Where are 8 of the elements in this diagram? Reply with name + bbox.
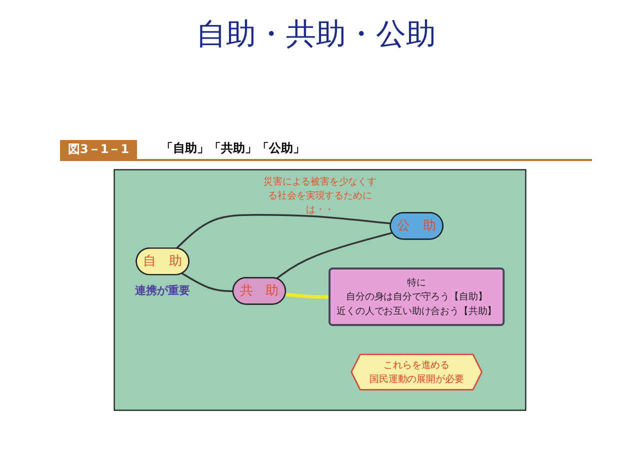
arrow xyxy=(285,292,330,300)
link-label: 連携が重要 xyxy=(133,283,192,298)
connector xyxy=(276,232,393,280)
figure-number: 図3－1－1 xyxy=(60,140,138,159)
slide-title: 自助・共助・公助 xyxy=(195,16,437,54)
connector xyxy=(182,272,234,292)
connector xyxy=(176,214,392,250)
figure-caption: 「自助」「共助」「公助」 xyxy=(161,140,306,157)
